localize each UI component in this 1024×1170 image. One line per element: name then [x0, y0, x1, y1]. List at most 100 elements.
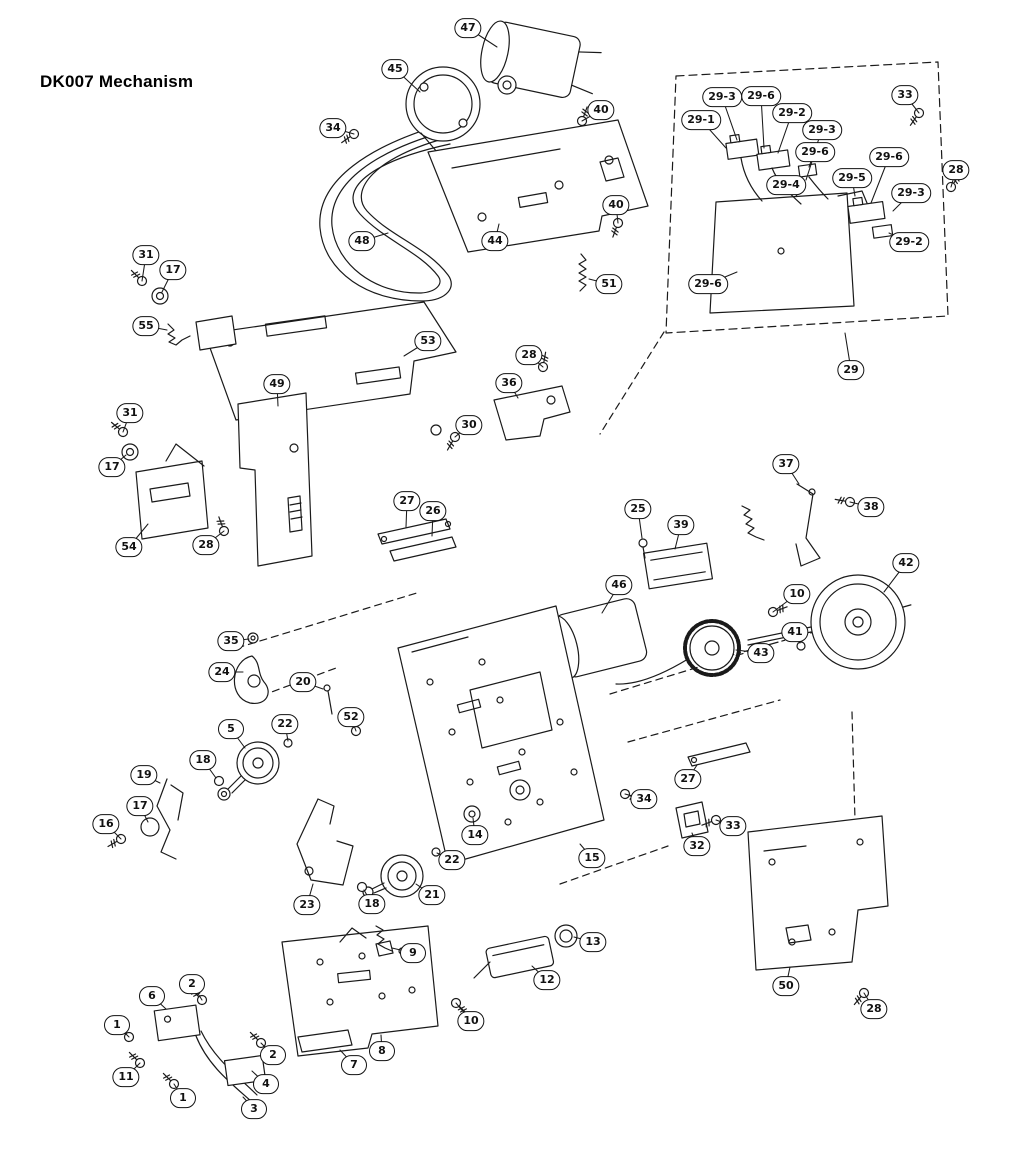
callout-29: 29: [837, 360, 865, 380]
callout-12: 12: [533, 970, 561, 990]
callout-24: 24: [208, 662, 236, 682]
callout-11: 11: [112, 1067, 140, 1087]
callout-37: 37: [772, 454, 800, 474]
callout-34: 34: [319, 118, 347, 138]
support-bracket-art: [237, 392, 313, 567]
callout-28: 28: [515, 345, 543, 365]
callout-27: 27: [393, 491, 421, 511]
callout-10: 10: [457, 1011, 485, 1031]
callout-19: 19: [130, 765, 158, 785]
solenoid-art: [638, 538, 714, 590]
callout-1: 1: [170, 1088, 196, 1108]
callout-13: 13: [579, 932, 607, 952]
callout-53: 53: [414, 331, 442, 351]
disc-17-art: [140, 817, 160, 837]
callout-29-4: 29-4: [766, 175, 806, 195]
spring-9-art: [375, 925, 393, 952]
bottom-plate-art: [281, 925, 439, 1057]
callout-18: 18: [189, 750, 217, 770]
left-bracket-spring-art: [151, 287, 237, 351]
head-assembly-art: [473, 924, 578, 979]
callout-34: 34: [630, 789, 658, 809]
diagram-title: DK007 Mechanism: [40, 72, 194, 91]
ball-18b-art: [356, 881, 368, 893]
bar-7-art: [297, 1029, 353, 1053]
callout-40: 40: [602, 195, 630, 215]
callout-17: 17: [98, 457, 126, 477]
callout-29-6: 29-6: [741, 86, 781, 106]
callout-29-5: 29-5: [832, 168, 872, 188]
callout-38: 38: [857, 497, 885, 517]
callout-33: 33: [719, 816, 747, 836]
callout-46: 46: [605, 575, 633, 595]
callout-30: 30: [455, 415, 483, 435]
solenoid-6-art: [153, 1004, 201, 1042]
spring-51-art: [578, 253, 587, 292]
callout-9: 9: [400, 943, 426, 963]
bracket-32-art: [675, 801, 709, 839]
drive-belt-art: [319, 122, 452, 302]
lever-19-art: [156, 778, 184, 860]
callout-21: 21: [418, 885, 446, 905]
bottom-right-bracket-art: [747, 815, 889, 971]
callout-17: 17: [159, 260, 187, 280]
lever-37-art: [741, 483, 821, 567]
callout-29-3: 29-3: [802, 120, 842, 140]
callout-28: 28: [942, 160, 970, 180]
callout-16: 16: [92, 814, 120, 834]
callout-47: 47: [454, 18, 482, 38]
callout-26: 26: [419, 501, 447, 521]
callout-27: 27: [674, 769, 702, 789]
callout-45: 45: [381, 59, 409, 79]
callout-48: 48: [348, 231, 376, 251]
main-chassis-art: [397, 605, 605, 865]
callout-20: 20: [289, 672, 317, 692]
lever-23-art: [296, 798, 354, 886]
callout-4: 4: [253, 1074, 279, 1094]
callout-17: 17: [126, 796, 154, 816]
callout-29-6: 29-6: [688, 274, 728, 294]
brake-band-art: [233, 655, 269, 704]
callout-32: 32: [683, 836, 711, 856]
callout-54: 54: [115, 537, 143, 557]
ball-18-art: [213, 775, 225, 787]
pin-20-art: [323, 684, 333, 715]
top-plate-art: [427, 119, 649, 253]
callout-40: 40: [587, 100, 615, 120]
callout-6: 6: [139, 986, 165, 1006]
washer-14-art: [463, 805, 481, 823]
callout-29-6: 29-6: [795, 142, 835, 162]
flywheel-art: [747, 574, 906, 670]
callout-18: 18: [358, 894, 386, 914]
bracket-36-art: [493, 385, 571, 441]
motor-bracket-art: [405, 66, 481, 153]
callout-3: 3: [241, 1099, 267, 1119]
callout-52: 52: [337, 707, 365, 727]
switch-assembly-inset-art: [665, 61, 949, 334]
callout-2: 2: [179, 974, 205, 994]
callout-36: 36: [495, 373, 523, 393]
callout-8: 8: [369, 1041, 395, 1061]
callout-22: 22: [438, 850, 466, 870]
callout-35: 35: [217, 631, 245, 651]
callout-41: 41: [781, 622, 809, 642]
callout-25: 25: [624, 499, 652, 519]
callout-23: 23: [293, 895, 321, 915]
washer-35-art: [247, 632, 259, 644]
callout-43: 43: [747, 643, 775, 663]
callout-1: 1: [104, 1015, 130, 1035]
link-27b-art: [687, 742, 751, 767]
callout-33: 33: [891, 85, 919, 105]
callout-31: 31: [116, 403, 144, 423]
callout-28: 28: [860, 999, 888, 1019]
callout-2: 2: [260, 1045, 286, 1065]
top-motor-art: [480, 20, 602, 99]
callout-29-3: 29-3: [702, 87, 742, 107]
callout-22: 22: [271, 714, 299, 734]
callout-29-2: 29-2: [772, 103, 812, 123]
callout-5: 5: [218, 719, 244, 739]
callout-31: 31: [132, 245, 160, 265]
reel-hub-art: [217, 741, 280, 801]
